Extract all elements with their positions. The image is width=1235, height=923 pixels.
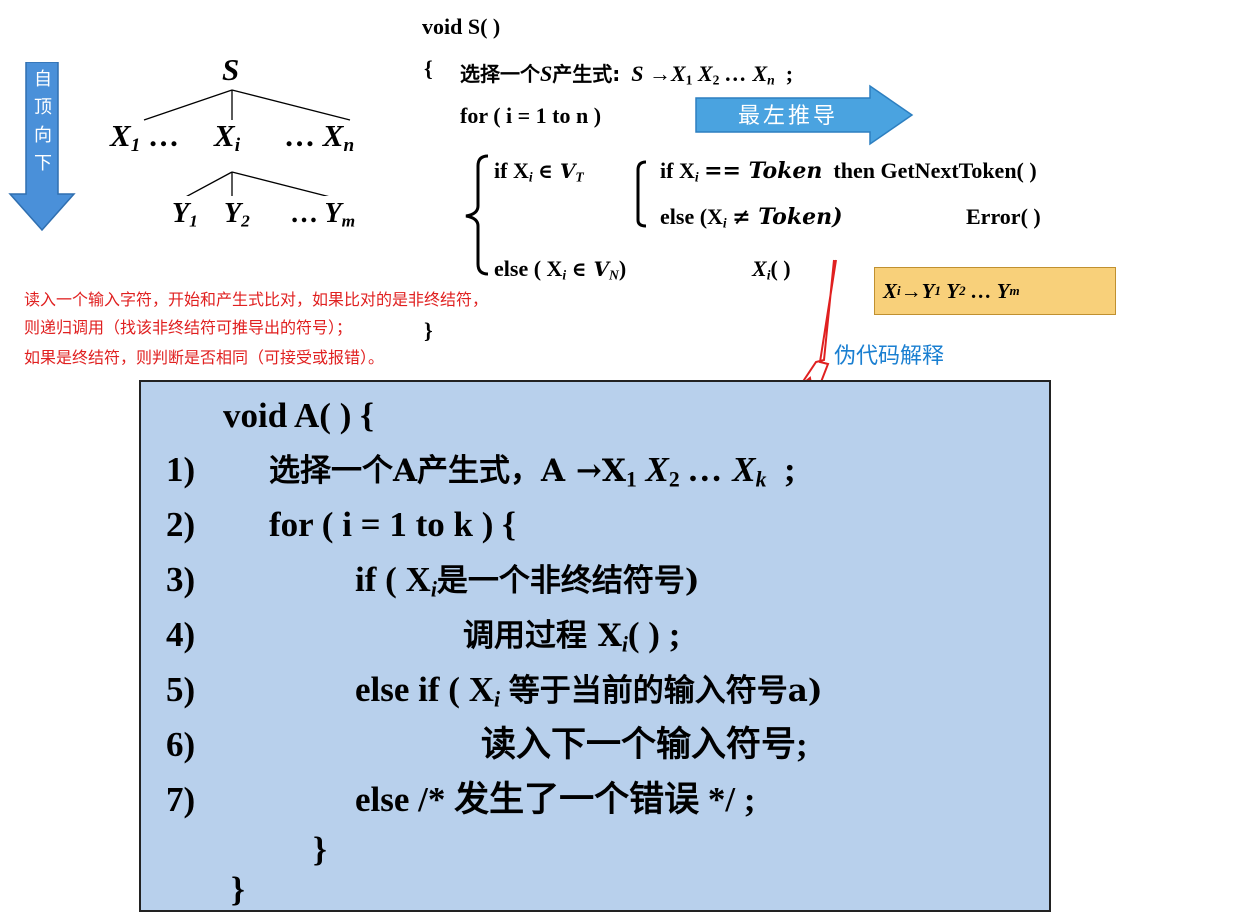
tree-node-x1: X1 … [110,118,180,156]
tree-node-ym: … Ym [290,198,356,231]
note-line-3: 如果是终结符，则判断是否相同（可接受或报错）。 [24,348,385,367]
code-call-xi: Xi( ) [752,256,791,283]
main-line-2: for ( i = 1 to k ) { [269,505,516,544]
main-header: void A( ) { [223,396,374,435]
top-down-char-2: 顶 [34,97,52,118]
top-down-char-3: 向 [34,125,52,146]
line-num-6: 6) [166,725,196,764]
outer-brace [465,154,489,276]
tree-node-y1: Y1 [172,198,198,231]
line-num-5: 5) [166,670,196,709]
top-down-arrow [8,62,76,232]
tree-edges [143,89,351,196]
note-line-1: 读入一个输入字符，开始和产生式比对，如果比对的是非终结符， [24,290,489,309]
line-num-2: 2) [166,505,196,544]
main-line-5: else if ( Xi 等于当前的输入符号a) [355,670,823,712]
code-open-brace: { [424,56,433,81]
inner-brace [636,160,647,228]
tree-root-s: S [222,52,240,87]
outer-close-brace: } [231,870,245,909]
pseudo-code-label: 伪代码解释 [834,344,945,369]
code-if-vt: if Xi ∈ VT [494,158,584,185]
main-line-4: 调用过程 Xi( ) ; [463,615,681,657]
code-if-token: if Xi == Token then GetNextToken( ) [660,158,1037,185]
main-line-1: 选择一个A产生式，A →X1 X2 … Xk ; [269,450,796,492]
pseudo-code-box: void A( ) { 1) 选择一个A产生式，A →X1 X2 … Xk ; … [139,380,1051,912]
red-zigzag-arrow [799,259,837,404]
code-close-brace: } [424,318,433,343]
line-num-1: 1) [166,450,196,489]
leftmost-derivation-arrow [695,84,914,146]
main-line-3: if ( Xi是一个非终结符号) [355,560,700,602]
inner-close-brace: } [313,830,327,869]
top-down-char-4: 下 [34,153,52,174]
main-line-6: 读入下一个输入符号; [481,725,808,764]
main-line-7: else /* 发生了一个错误 */ ; [355,780,756,819]
note-line-2: 则递归调用（找该非终结符可推导出的符号）； [24,318,353,337]
code-signature: void S( ) [422,14,501,39]
leftmost-derivation-label: 最左推导 [738,104,839,129]
code-else-vn: else ( Xi ∈ VN) [494,256,627,283]
code-error-call: Error( ) [966,204,1041,229]
tree-node-xn: … Xn [284,118,355,156]
tree-node-y2: Y2 [224,198,250,231]
line-num-3: 3) [166,560,196,599]
line-num-4: 4) [166,615,196,654]
tree-node-xi: Xi [214,118,241,156]
code-for-line: for ( i = 1 to n ) [460,103,602,128]
top-down-char-1: 自 [34,69,52,90]
code-line1: 选择一个S产生式: S →X1 X2 … Xn ; [460,61,794,88]
line-num-7: 7) [166,780,196,819]
code-else-token: else (Xi ≠ Token) [660,204,843,231]
